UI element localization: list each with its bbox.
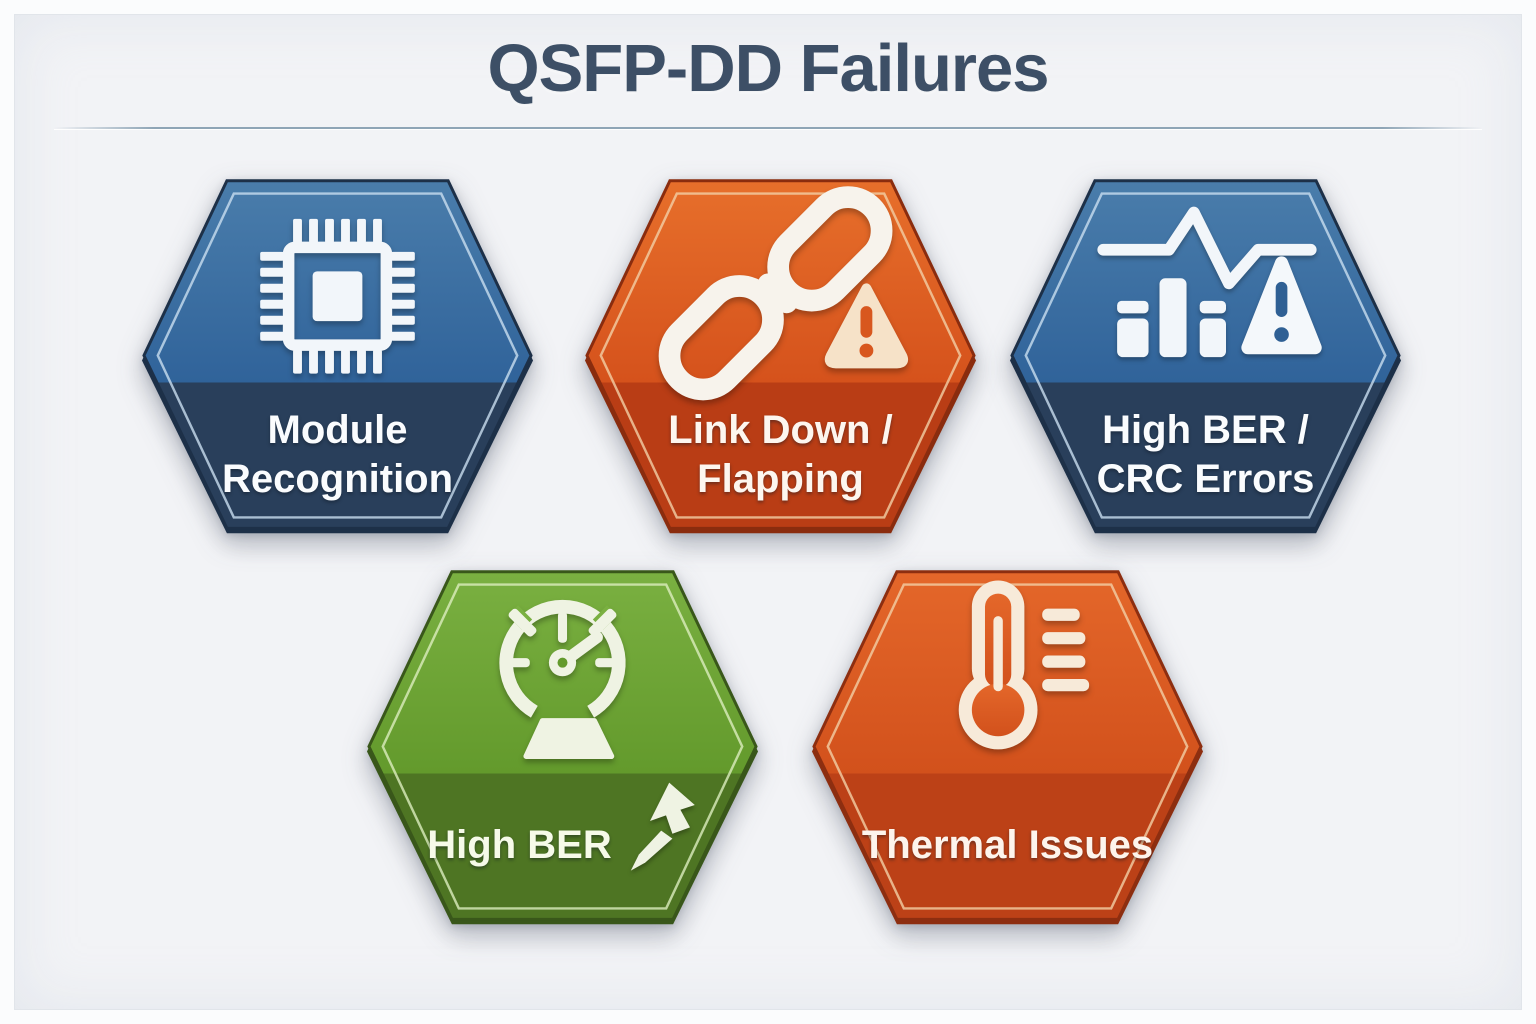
speedometer-icon <box>499 599 626 759</box>
hexagon-link-down-flapping: Link Down / Flapping <box>583 177 978 534</box>
hexagon-shape <box>141 179 534 534</box>
hexagon-shape <box>1009 179 1402 534</box>
arrow-up-icon <box>630 782 695 871</box>
error-chart-icon <box>1097 206 1322 358</box>
hexagon-thermal-issues: Thermal Issues <box>810 568 1205 925</box>
hexagon-label: Module Recognition <box>221 408 454 501</box>
warning-triangle-icon <box>1241 256 1322 355</box>
page-title: QSFP-DD Failures <box>487 31 1049 106</box>
heat-lines-icon <box>1042 608 1090 692</box>
hexagon-module-recognition: Module Recognition <box>140 177 535 534</box>
hexagon-label: Thermal Issues <box>861 823 1154 868</box>
hexagon-high-ber-crc-errors: High BER / CRC Errors <box>1008 177 1403 534</box>
warning-triangle-icon <box>824 283 909 369</box>
hexagon-high-ber: High BER <box>365 568 760 925</box>
hexagon-shape <box>584 179 977 534</box>
hexagon-shape <box>811 570 1204 925</box>
title-divider <box>54 127 1482 129</box>
broken-chain-icon <box>658 186 909 401</box>
bar-chart-icon <box>1117 278 1227 358</box>
hexagon-label-text: High BER <box>427 823 612 868</box>
hexagon-label: High BER / CRC Errors <box>1096 408 1315 501</box>
hexagon-label: High BER <box>389 771 737 914</box>
hexagon-label: Link Down / Flapping <box>668 408 893 501</box>
chip-icon <box>260 218 415 374</box>
thermometer-icon <box>958 580 1090 750</box>
